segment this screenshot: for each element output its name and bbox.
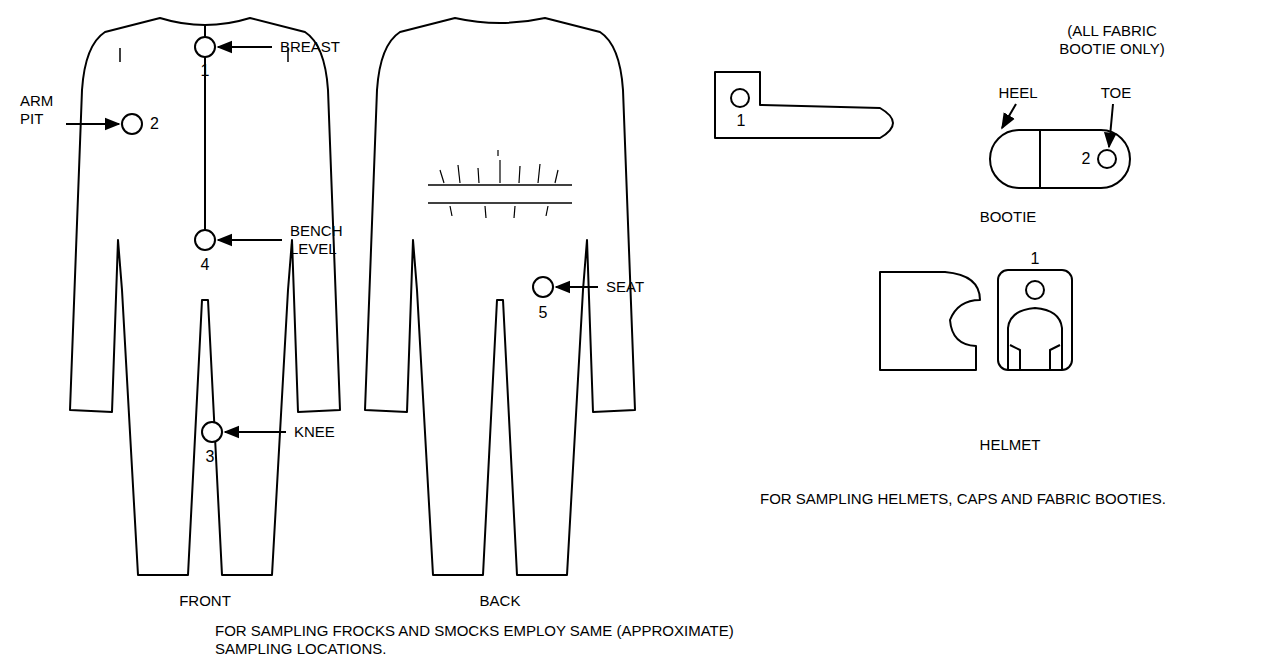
part-label: ARM PIT	[20, 92, 64, 128]
part-label: BENCH LEVEL	[290, 222, 362, 258]
part-label: BOOTIE	[980, 208, 1037, 226]
part-label: FOR SAMPLING HELMETS, CAPS AND FABRIC BO…	[760, 490, 1166, 508]
callout-number: 2	[1082, 150, 1091, 168]
part-label: KNEE	[294, 423, 335, 441]
callout-number: 1	[1031, 250, 1040, 268]
coverall-front	[70, 18, 340, 575]
callout-number: 1	[737, 112, 746, 130]
helmet-front	[998, 270, 1072, 370]
callout-number: 3	[206, 448, 215, 466]
coverall-back	[365, 18, 635, 575]
callout-number: 4	[201, 256, 210, 274]
callout-number: 2	[150, 115, 159, 133]
part-label: FRONT	[179, 592, 231, 610]
helmet-side	[880, 272, 980, 370]
caption-note: FOR SAMPLING FROCKS AND SMOCKS EMPLOY SA…	[215, 622, 735, 658]
part-label: (ALL FABRIC BOOTIE ONLY)	[1047, 22, 1177, 58]
part-label: SEAT	[606, 278, 644, 296]
part-label: HEEL	[998, 84, 1037, 102]
part-label: BACK	[480, 592, 521, 610]
part-label: TOE	[1101, 84, 1132, 102]
part-label: BREAST	[280, 38, 340, 56]
callout-number: 5	[539, 304, 548, 322]
bootie-side	[715, 72, 893, 138]
part-label: HELMET	[980, 436, 1041, 454]
callout-number: 1	[201, 62, 210, 80]
